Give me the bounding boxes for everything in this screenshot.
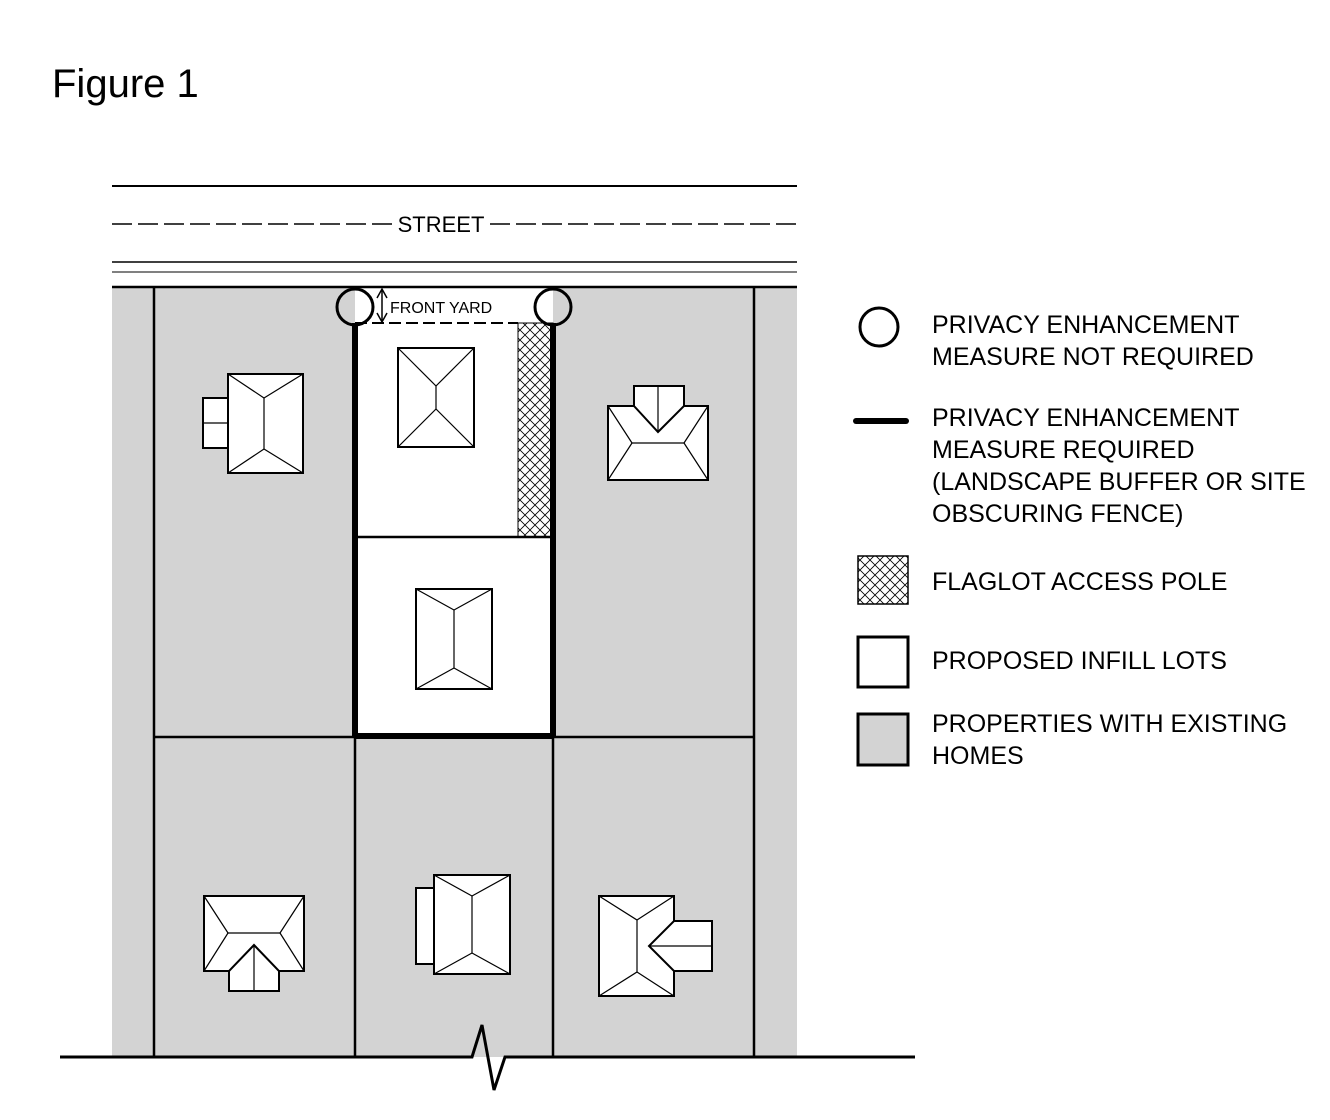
circle-marker-left [335,287,375,327]
front-yard-dimension [376,287,388,324]
legend-white-box-symbol [856,635,910,689]
legend-gray-box-symbol [856,712,910,767]
street-label: STREET [398,212,485,237]
front-yard-label: FRONT YARD [390,300,492,317]
break-line [60,1024,915,1091]
legend-symbols [853,306,910,767]
house-infill-front [397,347,475,448]
circle-marker-right [533,287,573,327]
property-lines [112,285,797,1057]
houses [202,347,713,997]
street: STREET [112,185,797,273]
privacy-measure-required-lines [352,323,556,739]
house-top-left [202,373,304,474]
house-top-right [607,385,709,481]
house-bottom-middle [415,874,511,975]
flaglot-access-pole [517,322,554,538]
house-bottom-left [203,895,305,992]
legend-hatched-symbol [857,555,909,605]
house-infill-flaglot [415,588,493,690]
house-bottom-right [598,895,713,997]
figure-title: Figure 1 [52,62,199,106]
legend-circle-symbol [858,306,900,348]
